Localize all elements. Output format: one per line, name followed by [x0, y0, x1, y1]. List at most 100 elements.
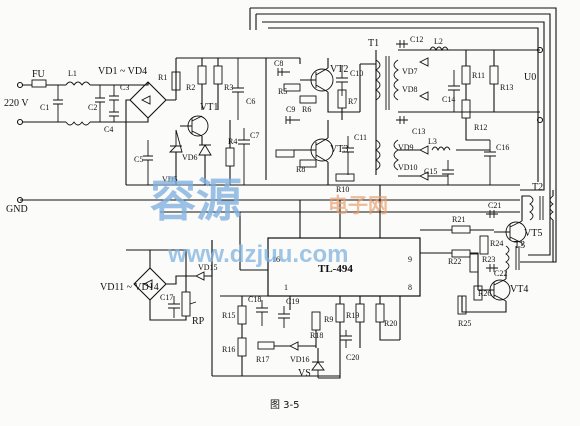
- diode-vd15: [194, 271, 205, 281]
- resistor-r4: [225, 147, 235, 167]
- label-r2: R2: [186, 83, 195, 92]
- label-r19: R19: [346, 311, 359, 320]
- rails: [16, 57, 520, 204]
- capacitor-c9: [285, 116, 300, 124]
- resistor-r6: [299, 95, 317, 104]
- capacitor-c5: [143, 140, 153, 185]
- resistor-r13: [489, 65, 499, 85]
- label-c13: C13: [412, 127, 425, 136]
- resistor-r1: [171, 71, 181, 91]
- capacitor-c10: [336, 66, 348, 96]
- resistor-r9-lower: [335, 303, 345, 323]
- label-c1: C1: [40, 103, 49, 112]
- bridge-vd1-vd4: [129, 81, 167, 119]
- label-u0: U0: [524, 72, 536, 83]
- label-bridge1: VD1 ~ VD4: [98, 66, 147, 77]
- label-vt3: VT3: [330, 144, 348, 155]
- label-gnd: GND: [6, 204, 28, 215]
- capacitor-c14: [448, 70, 460, 112]
- resistor-r10: [335, 173, 355, 182]
- label-bridge2: VD11 ~ VD14: [100, 282, 159, 293]
- driver-transformers: [420, 190, 554, 315]
- resistor-r22: [451, 249, 471, 258]
- resistor-r24: [479, 235, 489, 255]
- label-vd9: VD9: [398, 143, 414, 152]
- resistor-r9: [299, 159, 317, 168]
- label-vt1: VT1: [200, 102, 218, 113]
- label-r20: R20: [384, 319, 397, 328]
- capacitor-c21: [486, 210, 498, 218]
- label-c8: C8: [274, 59, 283, 68]
- label-r8: R8: [296, 165, 305, 174]
- diode-vd7: [418, 57, 429, 67]
- label-t1: T1: [368, 38, 379, 49]
- ic-pin16: 16: [272, 255, 280, 264]
- label-c15: C15: [424, 167, 437, 176]
- label-vt4: VT4: [510, 284, 528, 295]
- label-c10: C10: [350, 69, 363, 78]
- figure-caption: 图 3-5: [270, 399, 300, 411]
- label-vs: VS: [298, 368, 311, 379]
- label-c21: C21: [488, 201, 501, 210]
- zener-vd5: [168, 129, 183, 153]
- label-l2: L2: [434, 37, 443, 46]
- capacitor-c13: [396, 116, 408, 124]
- resistor-r11: [461, 65, 471, 85]
- potentiometer-rp: [181, 291, 191, 317]
- watermark: 容源 电子网 www.dzjuu.com: [150, 173, 388, 268]
- label-c18: C18: [248, 295, 261, 304]
- resistor-r12: [461, 99, 471, 119]
- ic-tl494-label: TL-494: [318, 263, 353, 275]
- capacitor-c2: [95, 85, 105, 122]
- capacitor-c7: [238, 128, 250, 185]
- label-c19: C19: [286, 297, 299, 306]
- label-r21: R21: [452, 215, 465, 224]
- label-c20: C20: [346, 353, 359, 362]
- label-vd15: VD15: [198, 263, 218, 272]
- label-vt2: VT2: [330, 64, 348, 75]
- label-r12: R12: [474, 123, 487, 132]
- label-fu: FU: [32, 69, 46, 80]
- resistor-r21: [451, 225, 471, 234]
- capacitor-c8: [277, 68, 290, 76]
- label-t2: T2: [532, 182, 543, 193]
- capacitor-c22: [486, 264, 498, 272]
- label-r5: R5: [278, 87, 287, 96]
- resistor-r23: [469, 253, 479, 273]
- diode-vd6: [198, 144, 212, 156]
- capacitor-c12: [396, 40, 408, 48]
- resistor-r18: [311, 311, 321, 331]
- ic-pin8: 8: [408, 283, 412, 292]
- label-r6: R6: [302, 105, 311, 114]
- capacitor-c15: [442, 160, 454, 185]
- label-r26: R26: [478, 289, 491, 298]
- output-stage: [375, 40, 544, 185]
- capacitor-c11: [342, 136, 354, 175]
- label-c12: C12: [410, 35, 423, 44]
- label-r24: R24: [490, 239, 503, 248]
- transformer-t2: [529, 195, 534, 221]
- label-vd16: VD16: [290, 355, 310, 364]
- label-r15: R15: [222, 311, 235, 320]
- label-r10: R10: [336, 185, 349, 194]
- label-c17: C17: [160, 293, 173, 302]
- control-section: [126, 185, 520, 379]
- label-r11: R11: [472, 71, 485, 80]
- label-r9-lower: R9: [324, 315, 333, 324]
- capacitor-c16: [484, 140, 496, 185]
- inductor-l1: [65, 81, 91, 126]
- label-r1: R1: [158, 73, 167, 82]
- diode-vd8: [418, 91, 429, 101]
- capacitor-c3: [109, 85, 119, 101]
- label-t3: T3: [514, 240, 525, 251]
- label-r23: R23: [482, 255, 495, 264]
- resistor-r15: [237, 305, 247, 325]
- inductor-l2: [429, 46, 449, 52]
- vt1-stage: [143, 58, 250, 185]
- resistor-r8: [275, 149, 295, 158]
- transformer-t1-primary: [375, 59, 381, 101]
- label-c22: C22: [494, 269, 507, 278]
- resistor-r5: [283, 83, 301, 92]
